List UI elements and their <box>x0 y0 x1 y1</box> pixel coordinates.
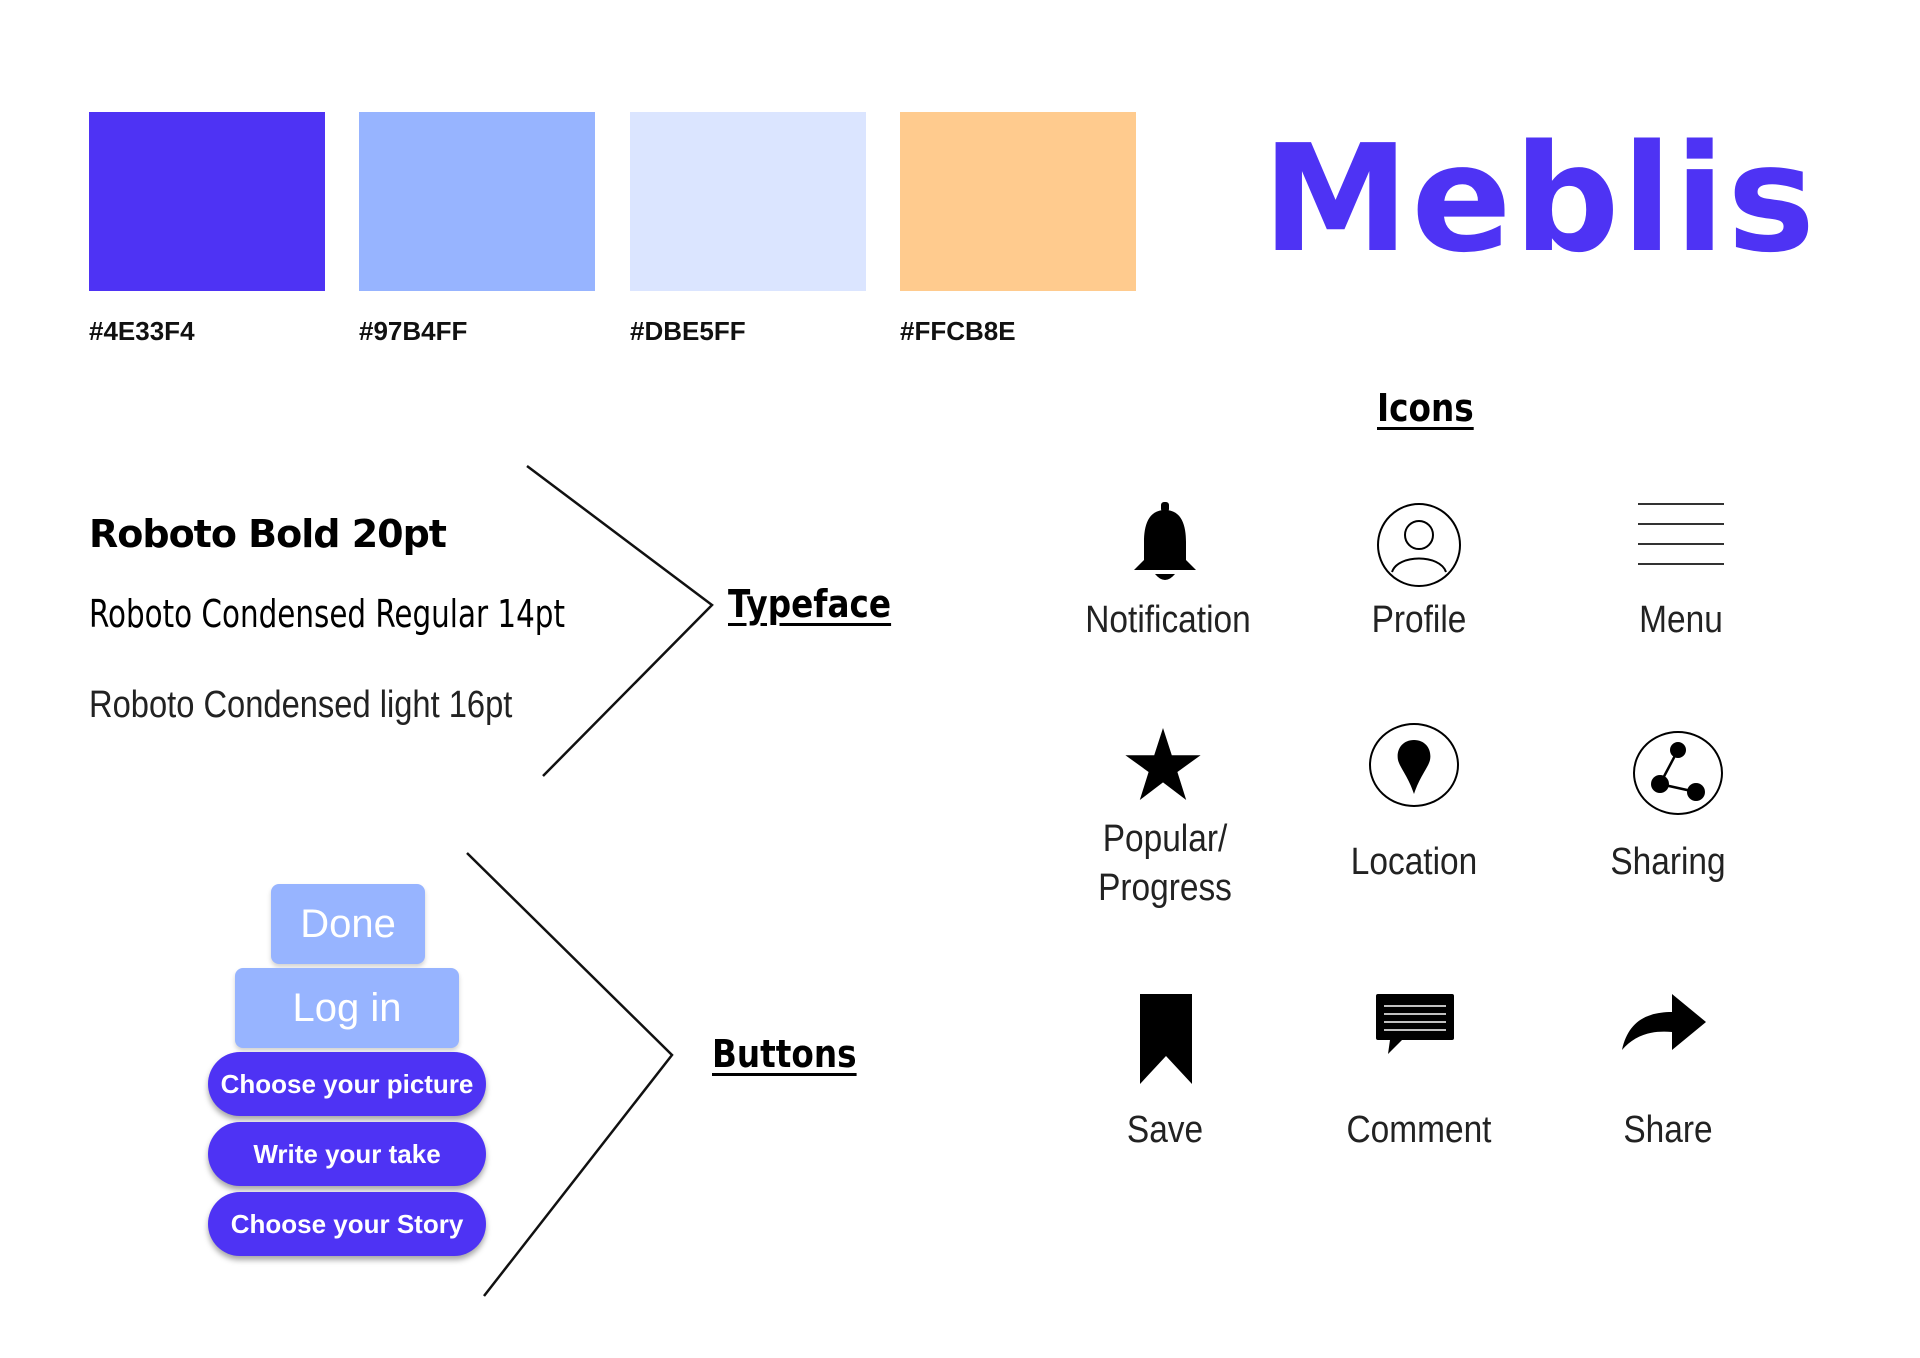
choose-your-picture-button[interactable]: Choose your picture <box>208 1052 486 1116</box>
profile-label: Profile <box>1371 599 1467 641</box>
comment-label: Comment <box>1346 1109 1492 1151</box>
done-button-label: Done <box>300 901 396 946</box>
notification-label: Notification <box>1085 599 1251 641</box>
typeface-sample-bold: Roboto Bold 20pt <box>89 512 447 556</box>
choose-your-picture-button-label: Choose your picture <box>220 1068 474 1099</box>
typeface-bracket-line <box>526 465 714 777</box>
swatch-pale-blue <box>630 112 866 291</box>
share-arrow-icon <box>1622 994 1706 1050</box>
swatch-light-blue <box>359 112 595 291</box>
swatch-pale-blue-hex: #DBE5FF <box>630 316 746 346</box>
typeface-sample-condensed-regular: Roboto Condensed Regular 14pt <box>89 592 565 636</box>
log-in-button[interactable]: Log in <box>235 968 459 1048</box>
swatch-primary-hex: #4E33F4 <box>89 316 195 346</box>
done-button[interactable]: Done <box>271 884 425 964</box>
write-your-take-button-label: Write your take <box>253 1138 441 1169</box>
bookmark-icon <box>1140 994 1192 1084</box>
bell-icon <box>1134 502 1196 580</box>
swatch-orange <box>900 112 1136 291</box>
menu-icon <box>1638 503 1724 565</box>
star-icon <box>1125 728 1201 800</box>
comment-icon <box>1376 994 1454 1054</box>
save-label: Save <box>1126 1109 1204 1151</box>
profile-icon <box>1377 503 1461 587</box>
sharing-label: Sharing <box>1610 841 1726 883</box>
menu-label: Menu <box>1639 599 1723 641</box>
choose-your-story-button[interactable]: Choose your Story <box>208 1192 486 1256</box>
swatch-orange-hex: #FFCB8E <box>900 316 1016 346</box>
popular-progress-label-line1: Popular/ <box>1102 818 1228 860</box>
buttons-section-label: Buttons <box>712 1032 857 1076</box>
popular-progress-label-line2: Progress <box>1098 867 1232 909</box>
brand-logo: Mebliss <box>1262 118 1822 268</box>
location-label: Location <box>1350 841 1478 883</box>
buttons-bracket-line <box>466 852 674 1297</box>
brand-logo-text: Mebliss <box>1262 118 1822 268</box>
typeface-sample-condensed-light: Roboto Condensed light 16pt <box>89 684 513 726</box>
icons-section-label: Icons <box>1377 386 1474 430</box>
log-in-button-label: Log in <box>292 985 402 1030</box>
sharing-nodes-icon <box>1633 731 1723 815</box>
choose-your-story-button-label: Choose your Story <box>230 1208 464 1239</box>
typeface-section-label: Typeface <box>728 582 892 626</box>
location-pin-icon <box>1369 723 1459 807</box>
swatch-light-blue-hex: #97B4FF <box>359 316 468 346</box>
swatch-primary <box>89 112 325 291</box>
share-label: Share <box>1623 1109 1713 1151</box>
write-your-take-button[interactable]: Write your take <box>208 1122 486 1186</box>
